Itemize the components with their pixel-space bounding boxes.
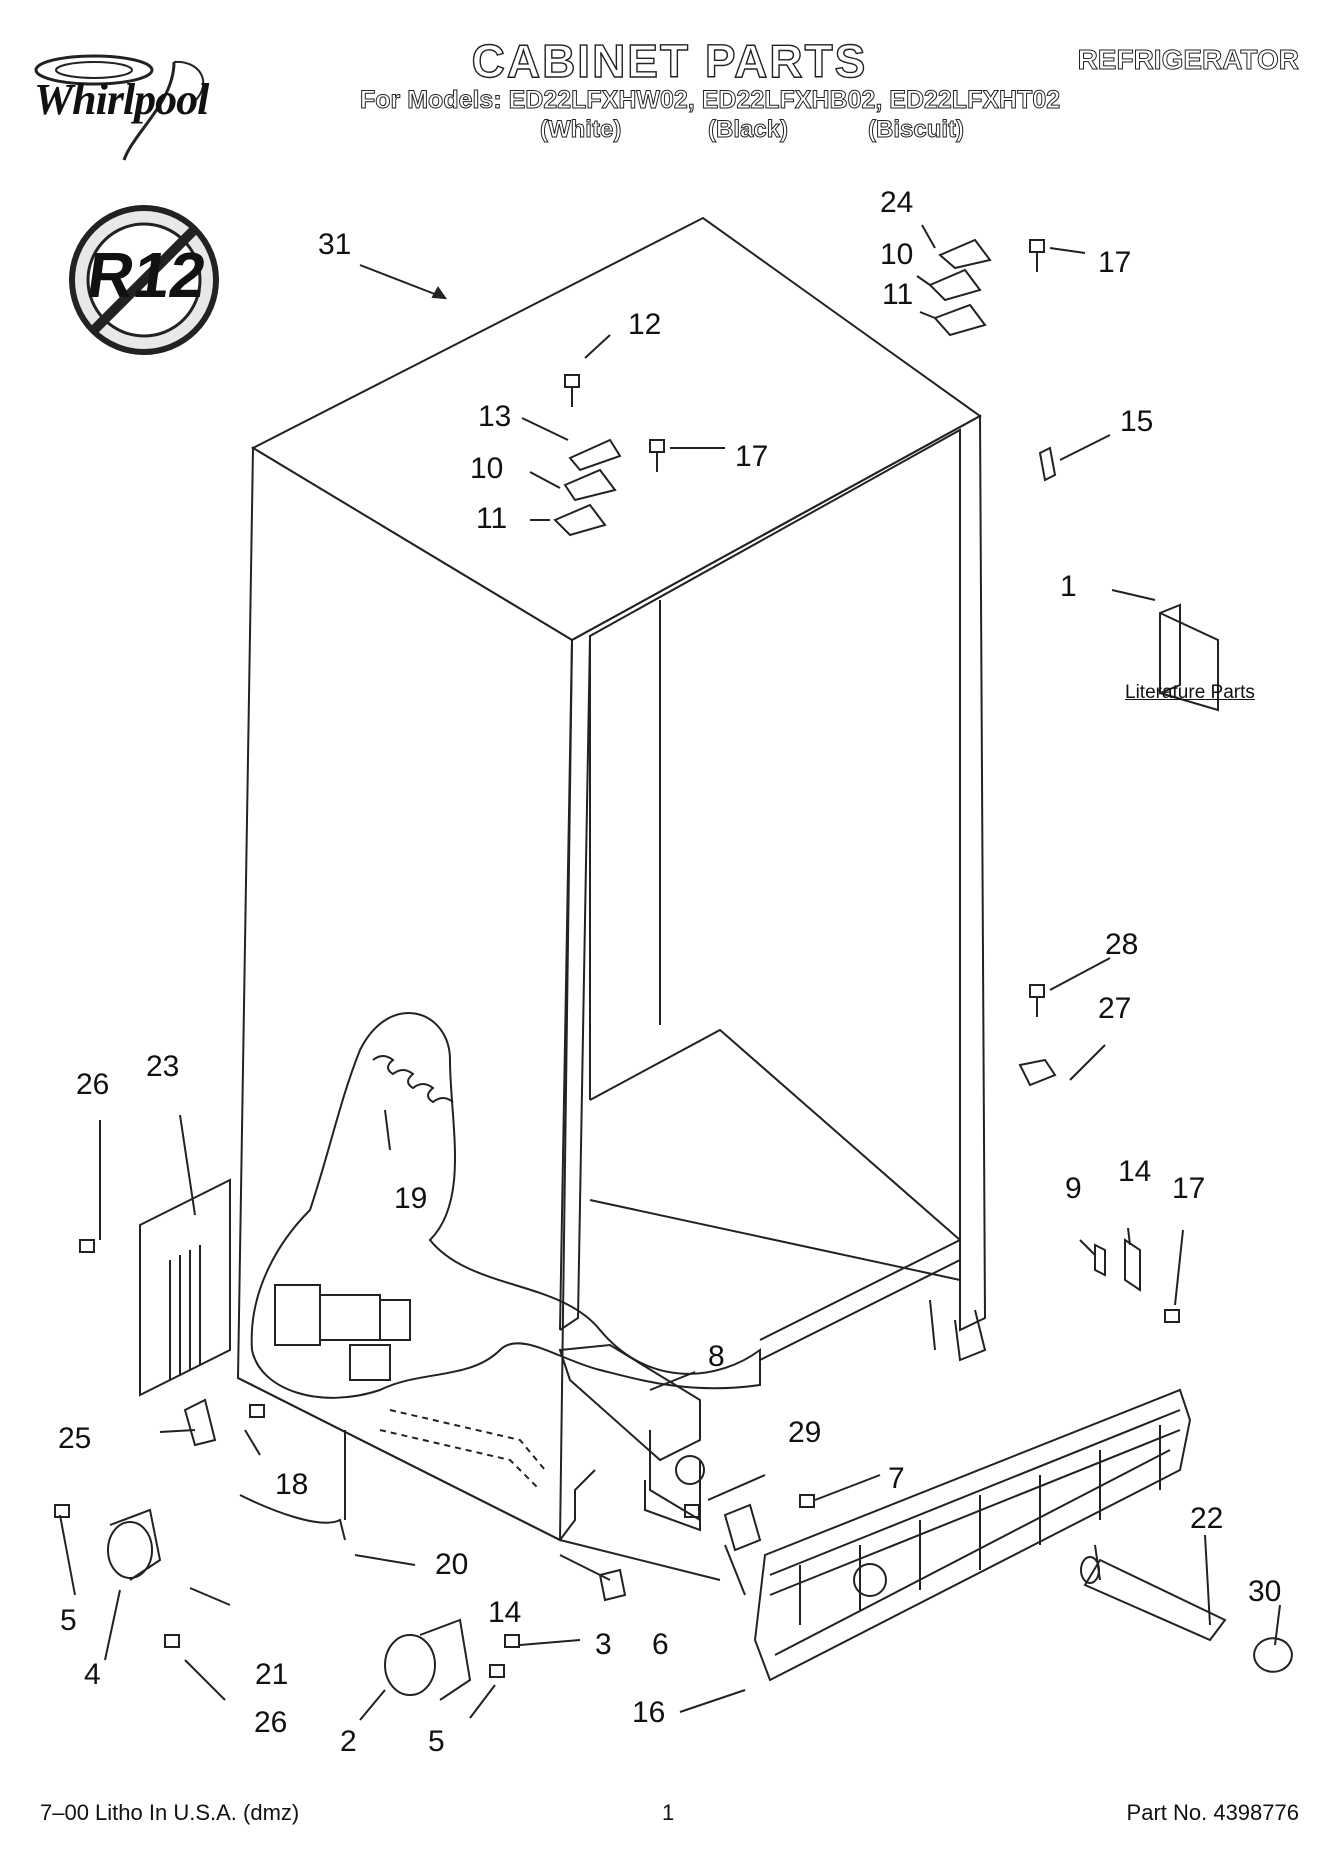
part-16-grille (753, 1388, 1192, 1682)
callout-26-bottom: 26 (254, 1706, 288, 1739)
part-11-hinge (553, 503, 607, 537)
part-number: Part No. 4398776 (1126, 1800, 1299, 1825)
part-22-filter (1083, 1558, 1227, 1642)
callout-17-right: 17 (1172, 1172, 1206, 1205)
part-20-tube (239, 1494, 346, 1541)
callout-12: 12 (628, 308, 662, 341)
callout-20: 20 (435, 1548, 469, 1581)
callout-10-right: 10 (880, 238, 914, 271)
callout-23: 23 (146, 1050, 180, 1083)
callout-17: 17 (735, 440, 769, 473)
no-r12-icon (64, 200, 224, 365)
callout-19: 19 (394, 1182, 428, 1215)
drain-coil (372, 1055, 454, 1104)
color-black: (Black) (707, 116, 789, 144)
part-23-panel (139, 1178, 231, 1397)
callout-16: 16 (632, 1696, 666, 1729)
part-13-hinge-cover (568, 438, 622, 472)
callout-7: 7 (888, 1462, 905, 1495)
part-9-clip (1094, 1243, 1106, 1277)
callout-22: 22 (1190, 1502, 1224, 1535)
part-24-hinge-cover (938, 238, 992, 270)
part-4-roller (107, 1521, 153, 1579)
callout-25: 25 (58, 1422, 92, 1455)
part-2-roller (384, 1634, 436, 1696)
models-line: For Models: ED22LFXHW02, ED22LFXHB02, ED… (359, 86, 1061, 115)
callout-24: 24 (880, 186, 914, 219)
part-15-clip (1038, 446, 1057, 482)
screws (54, 239, 1180, 1678)
callout-13: 13 (478, 400, 512, 433)
part-8-shroud (558, 1343, 701, 1462)
part-14-clip-right (1124, 1238, 1141, 1292)
page-title: CABINET PARTS (471, 34, 868, 87)
callout-30: 30 (1248, 1575, 1282, 1608)
callout-15: 15 (1120, 405, 1154, 438)
callout-17-top: 17 (1098, 246, 1132, 279)
callout-27: 27 (1098, 992, 1132, 1025)
page-number: 1 (662, 1800, 675, 1825)
literature-parts-caption: Literature Parts (1125, 682, 1255, 703)
callout-14-right: 14 (1118, 1155, 1152, 1188)
callout-11: 11 (476, 502, 508, 535)
callout-29: 29 (788, 1416, 822, 1449)
callout-6: 6 (652, 1628, 669, 1661)
part-10-hinge-right (928, 268, 982, 302)
brand-wordmark: Whirlpool (34, 75, 209, 124)
cabinet-left-side (236, 446, 574, 1542)
callout-28: 28 (1105, 928, 1139, 961)
part-25-bracket (183, 1398, 217, 1447)
callout-26-top: 26 (76, 1068, 110, 1101)
part-10-hinge (563, 468, 617, 502)
category-label: REFRIGERATOR (1077, 44, 1299, 76)
color-white: (White) (539, 116, 622, 144)
part-1-literature (1159, 603, 1181, 695)
cutaway-outline (250, 1012, 761, 1399)
callout-leaders (59, 224, 1281, 1721)
callout-5-left: 5 (60, 1604, 77, 1637)
part-27-bracket (1018, 1058, 1057, 1087)
print-code: 7–00 Litho In U.S.A. (dmz) (40, 1800, 300, 1825)
part-30-cap (1253, 1637, 1293, 1673)
callout-18: 18 (275, 1468, 309, 1501)
color-biscuit: (Biscuit) (868, 116, 965, 144)
part-6-bracket (723, 1503, 762, 1552)
callout-3: 3 (595, 1628, 612, 1661)
callout-11-right: 11 (882, 278, 914, 311)
callout-1: 1 (1060, 570, 1077, 603)
callout-14-lower: 14 (488, 1596, 522, 1629)
callout-5-bottom: 5 (428, 1725, 445, 1758)
callout-2: 2 (340, 1725, 357, 1758)
whirlpool-logo (24, 42, 254, 167)
callout-8: 8 (708, 1340, 725, 1373)
part-14-clip-lower (598, 1568, 627, 1602)
callout-31: 31 (318, 228, 352, 261)
callout-9: 9 (1065, 1172, 1082, 1205)
callout-21: 21 (255, 1658, 289, 1691)
part-11-hinge-right (933, 303, 987, 337)
callout-4: 4 (84, 1658, 101, 1691)
callout-10: 10 (470, 452, 504, 485)
